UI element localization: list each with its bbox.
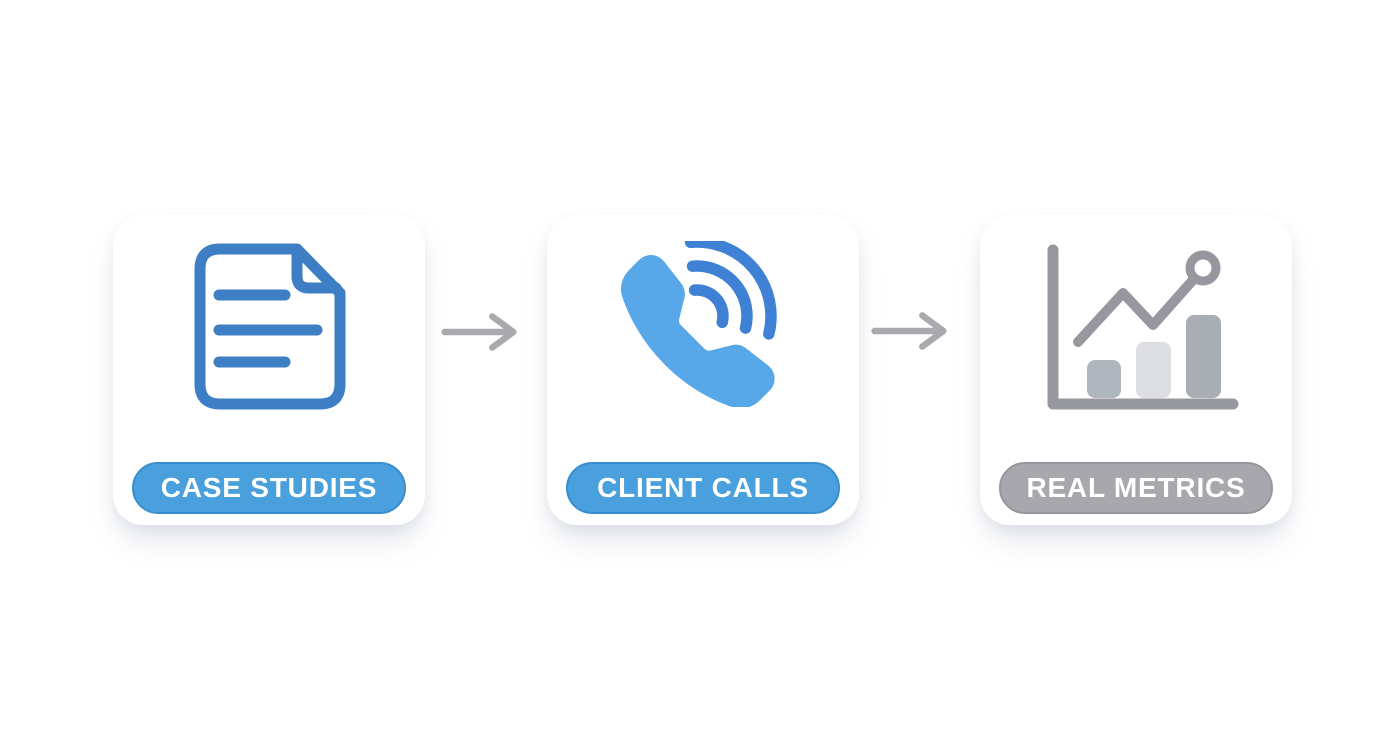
step-label: REAL METRICS (1026, 472, 1246, 503)
step-card-client-calls: CLIENT CALLS (547, 215, 859, 525)
step-label: CLIENT CALLS (597, 472, 809, 503)
step-pill-case-studies: CASE STUDIES (132, 462, 406, 514)
step-pill-real-metrics: REAL METRICS (999, 462, 1273, 514)
step-card-real-metrics: REAL METRICS (980, 215, 1292, 525)
arrow-right-icon (438, 310, 530, 354)
phone-icon (617, 241, 789, 407)
step-pill-client-calls: CLIENT CALLS (566, 462, 840, 514)
step-card-case-studies: CASE STUDIES (113, 215, 425, 525)
bar-chart-icon (1042, 242, 1242, 414)
document-icon (193, 243, 347, 410)
step-label: CASE STUDIES (160, 472, 378, 503)
arrow-right-icon (868, 309, 960, 353)
